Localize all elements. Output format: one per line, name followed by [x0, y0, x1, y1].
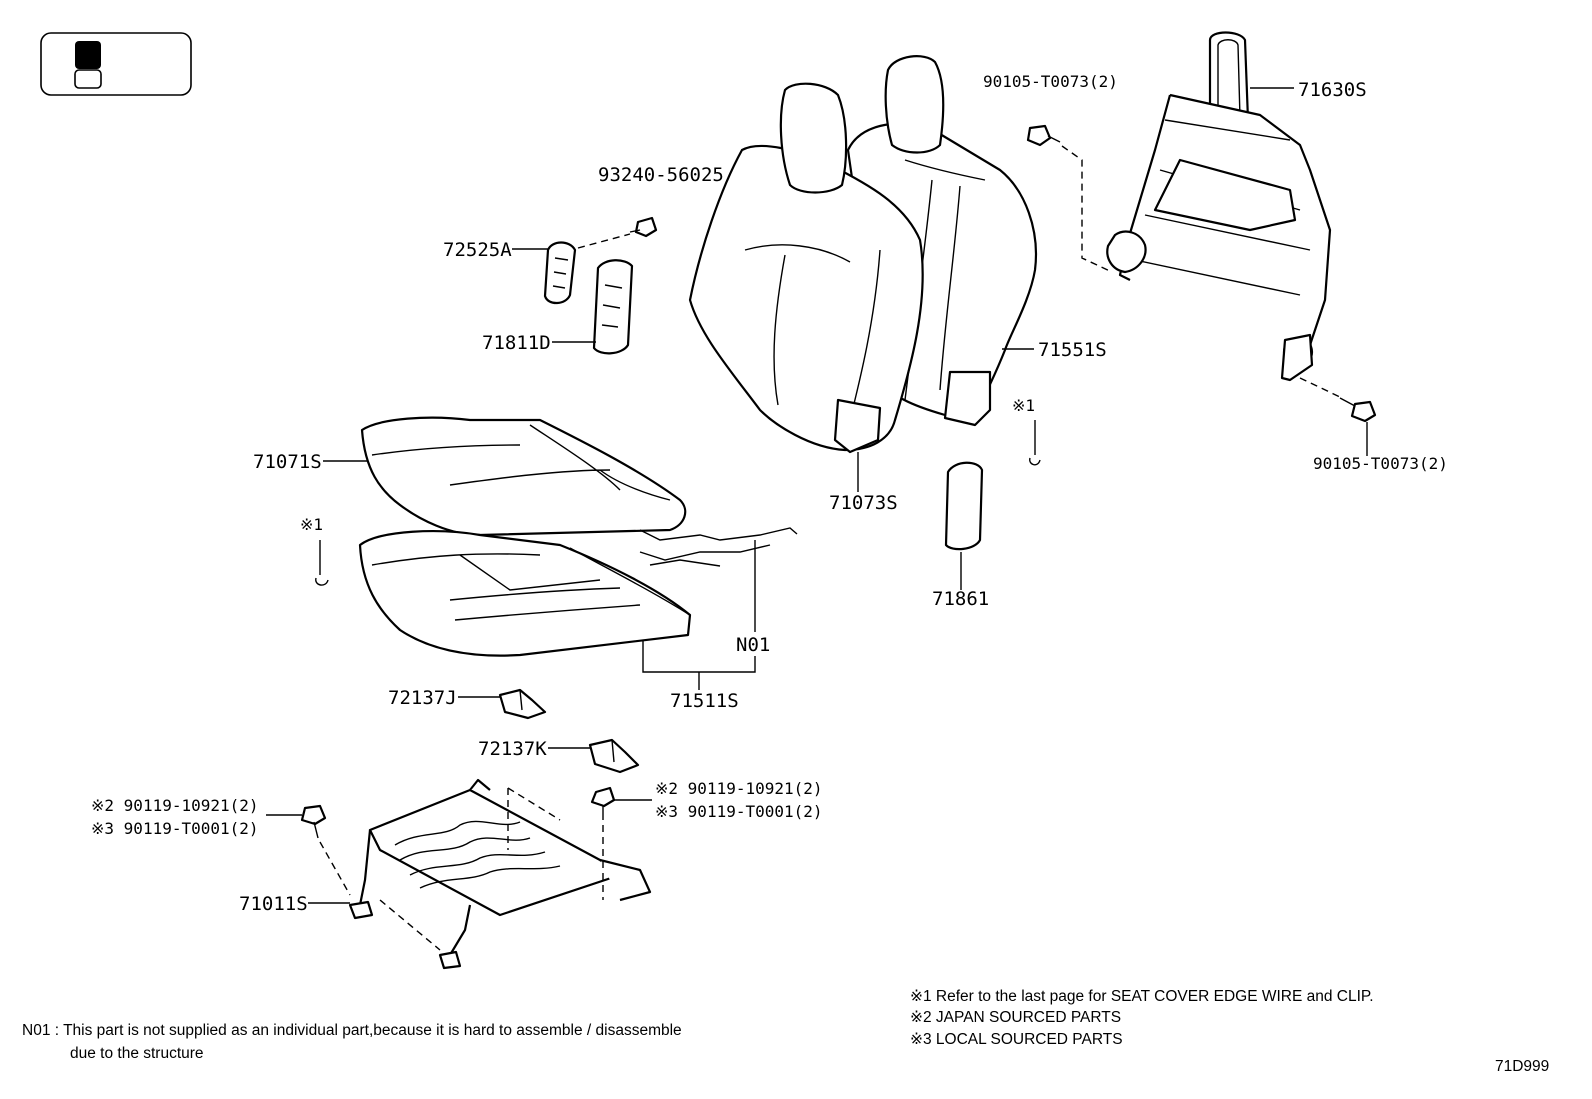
bolt-90119-left-drawing	[300, 804, 351, 896]
label-71551S: 71551S	[1038, 339, 1107, 361]
label-72525A: 72525A	[443, 239, 512, 261]
lever-72525A-drawing	[543, 216, 658, 305]
label-right-bolt-japan: ※2 90119-10921(2)	[655, 779, 823, 798]
footnote-n01-continued: due to the structure	[70, 1045, 204, 1062]
footnote-ref1: ※1 Refer to the last page for SEAT COVER…	[910, 988, 1374, 1005]
cushion-pad-71511S-drawing	[358, 527, 798, 657]
label-90105-t0073-bottom: 90105-T0073(2)	[1313, 454, 1448, 473]
label-left-bolt-local: ※3 90119-T0001(2)	[91, 819, 259, 838]
clip-lower-drawing	[315, 540, 329, 586]
selected-seat-icon	[75, 41, 101, 69]
label-93240-56025: 93240-56025	[598, 164, 724, 186]
label-71630S: 71630S	[1298, 79, 1367, 101]
label-72137J: 72137J	[388, 687, 457, 709]
label-71073S: 71073S	[829, 492, 898, 514]
cushion-frame-71011S-drawing	[348, 778, 652, 970]
seat-position-indicator	[40, 32, 192, 96]
leader-lines	[266, 87, 1368, 904]
bracket-72137J-drawing	[498, 688, 547, 720]
footnote-ref3: ※3 LOCAL SOURCED PARTS	[910, 1031, 1123, 1048]
label-71511S: 71511S	[670, 690, 739, 712]
bolt-90105-top-drawing	[1026, 124, 1113, 273]
label-n01: N01	[736, 634, 770, 656]
label-right-bolt-local: ※3 90119-T0001(2)	[655, 802, 823, 821]
label-ref1-upper: ※1	[1012, 396, 1035, 415]
bracket-72137K-drawing	[588, 738, 640, 774]
cover-71811D-drawing	[592, 259, 634, 355]
unselected-seat-icon	[74, 69, 102, 89]
pad-71861-drawing	[944, 461, 984, 551]
seat-back-drawing	[688, 55, 1037, 454]
footnote-ref2: ※2 JAPAN SOURCED PARTS	[910, 1009, 1122, 1026]
seat-back-frame-drawing	[1106, 31, 1332, 382]
clip-upper-drawing	[1029, 420, 1041, 466]
bolt-90119-right-drawing	[590, 786, 616, 900]
label-ref1-lower: ※1	[300, 515, 323, 534]
bolt-90105-bottom-drawing	[1299, 377, 1377, 423]
label-90105-t0073-top: 90105-T0073(2)	[983, 72, 1118, 91]
label-71011S: 71011S	[239, 893, 308, 915]
label-71071S: 71071S	[253, 451, 322, 473]
footnote-n01: N01 : This part is not supplied as an in…	[22, 1022, 682, 1039]
label-71811D: 71811D	[482, 332, 551, 354]
label-71861: 71861	[932, 588, 989, 610]
diagram-code: 71D999	[1495, 1058, 1550, 1075]
label-left-bolt-japan: ※2 90119-10921(2)	[91, 796, 259, 815]
label-72137K: 72137K	[478, 738, 547, 760]
cushion-cover-71071S-drawing	[360, 416, 687, 537]
